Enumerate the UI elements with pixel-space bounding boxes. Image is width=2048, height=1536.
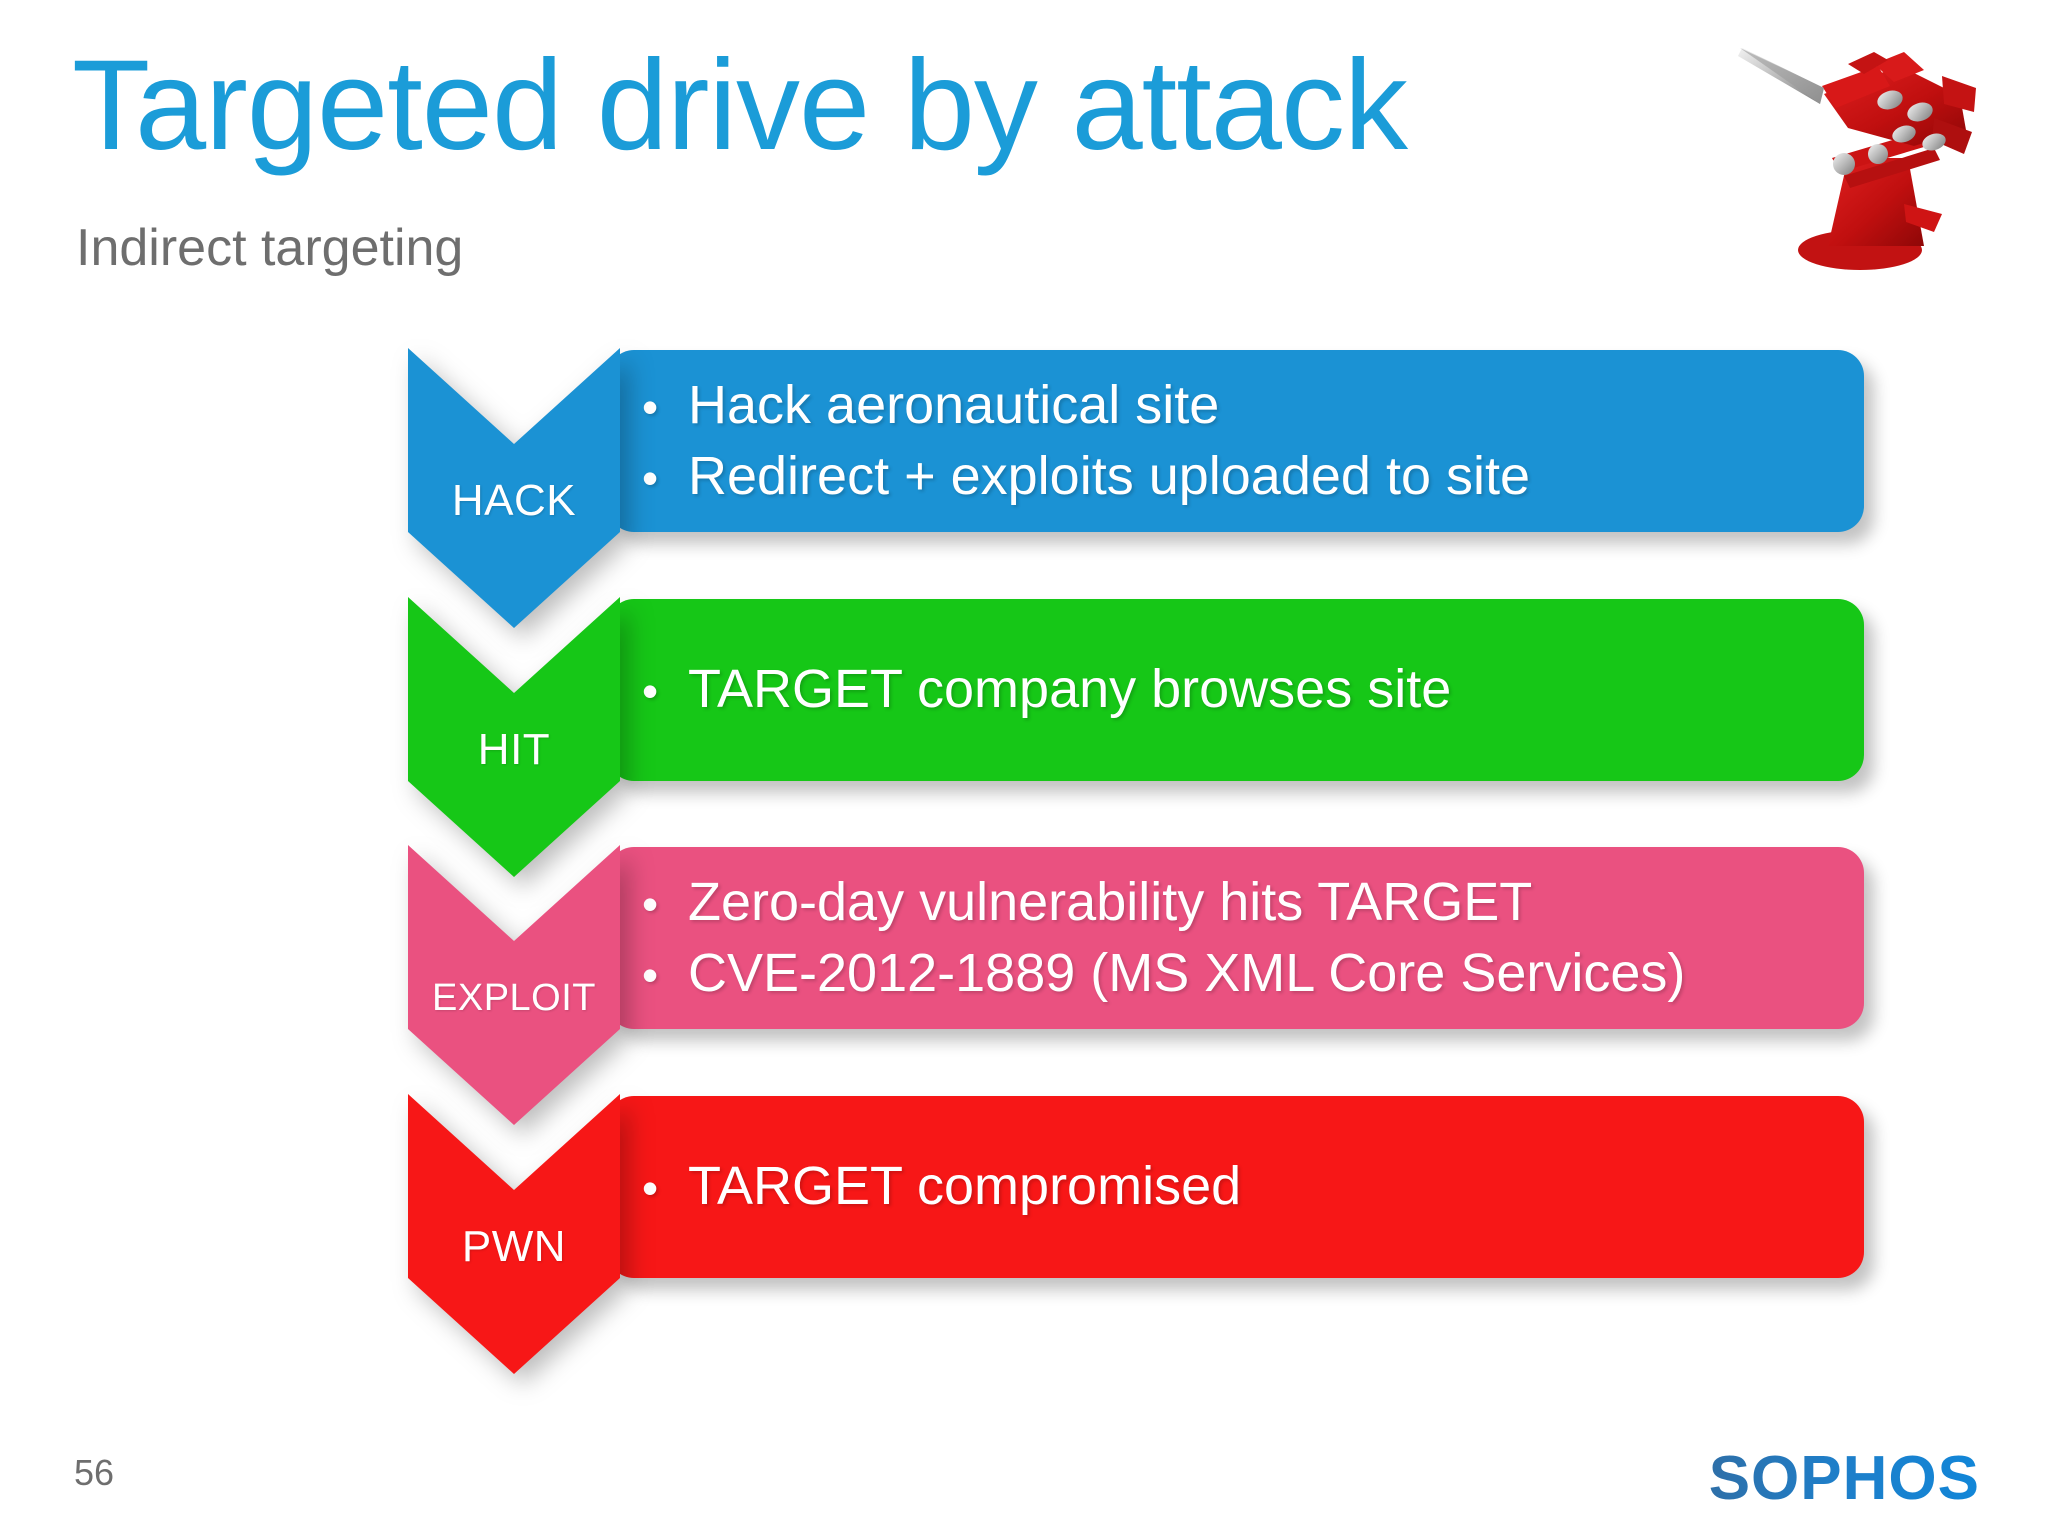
bullet-item: • Redirect + exploits uploaded to site <box>642 441 1842 512</box>
band-pwn[interactable]: • TARGET compromised <box>608 1096 1864 1278</box>
flow-step-hack[interactable]: HACK • Hack aeronautical site • Redirect… <box>0 348 2048 628</box>
chevron-label-exploit: EXPLOIT <box>432 977 596 1019</box>
bullet-item: • TARGET compromised <box>642 1151 1842 1222</box>
bullet-item: • Hack aeronautical site <box>642 370 1842 441</box>
flow-step-exploit[interactable]: EXPLOIT • Zero-day vulnerability hits TA… <box>0 845 2048 1125</box>
chevron-label-pwn: PWN <box>461 1222 567 1271</box>
bullet-item: • Zero-day vulnerability hits TARGET <box>642 867 1842 938</box>
chevron-shape-pwn <box>408 1094 620 1374</box>
bullet-dot-icon: • <box>642 1162 659 1215</box>
missile-launcher-icon <box>1728 8 2018 298</box>
bullet-text: Redirect + exploits uploaded to site <box>688 446 1531 506</box>
chevron-shape-hit <box>408 597 620 877</box>
page-number: 56 <box>74 1452 115 1493</box>
chevron-exploit <box>408 845 620 1125</box>
chevron-pwn <box>408 1094 620 1374</box>
chevron-label-hit: HIT <box>477 725 551 774</box>
band-hack[interactable]: • Hack aeronautical site • Redirect + ex… <box>608 350 1864 532</box>
flow-step-hit[interactable]: HIT • TARGET company browses site <box>0 597 2048 877</box>
chevron-hit <box>408 597 620 877</box>
bullet-dot-icon: • <box>642 452 659 504</box>
bullet-text: Hack aeronautical site <box>688 374 1220 435</box>
bullet-item: • TARGET company browses site <box>642 654 1842 725</box>
page-subtitle: Indirect targeting <box>76 219 464 277</box>
band-exploit[interactable]: • Zero-day vulnerability hits TARGET • C… <box>608 847 1864 1029</box>
flow-step-pwn[interactable]: PWN • TARGET compromised <box>0 1094 2048 1374</box>
bullet-text: CVE-2012-1889 (MS XML Core Services) <box>688 943 1686 1003</box>
band-hit[interactable]: • TARGET company browses site <box>608 599 1864 781</box>
bullet-dot-icon: • <box>642 380 659 433</box>
page-title: Targeted drive by attack <box>72 34 1408 177</box>
chevron-hack <box>408 348 620 628</box>
chevron-shape-hack <box>408 348 620 628</box>
chevron-shape-exploit <box>408 845 620 1125</box>
bullet-text: TARGET compromised <box>688 1156 1242 1217</box>
bullet-dot-icon: • <box>642 877 659 930</box>
bullet-text: Zero-day vulnerability hits TARGET <box>688 871 1533 932</box>
bullet-dot-icon: • <box>642 665 659 718</box>
bullet-dot-icon: • <box>642 949 659 1001</box>
bullet-item: • CVE-2012-1889 (MS XML Core Services) <box>642 938 1842 1009</box>
sophos-logo: SOPHOS <box>1708 1444 1980 1513</box>
chevron-label-hack: HACK <box>451 476 577 525</box>
bullet-text: TARGET company browses site <box>688 659 1452 720</box>
